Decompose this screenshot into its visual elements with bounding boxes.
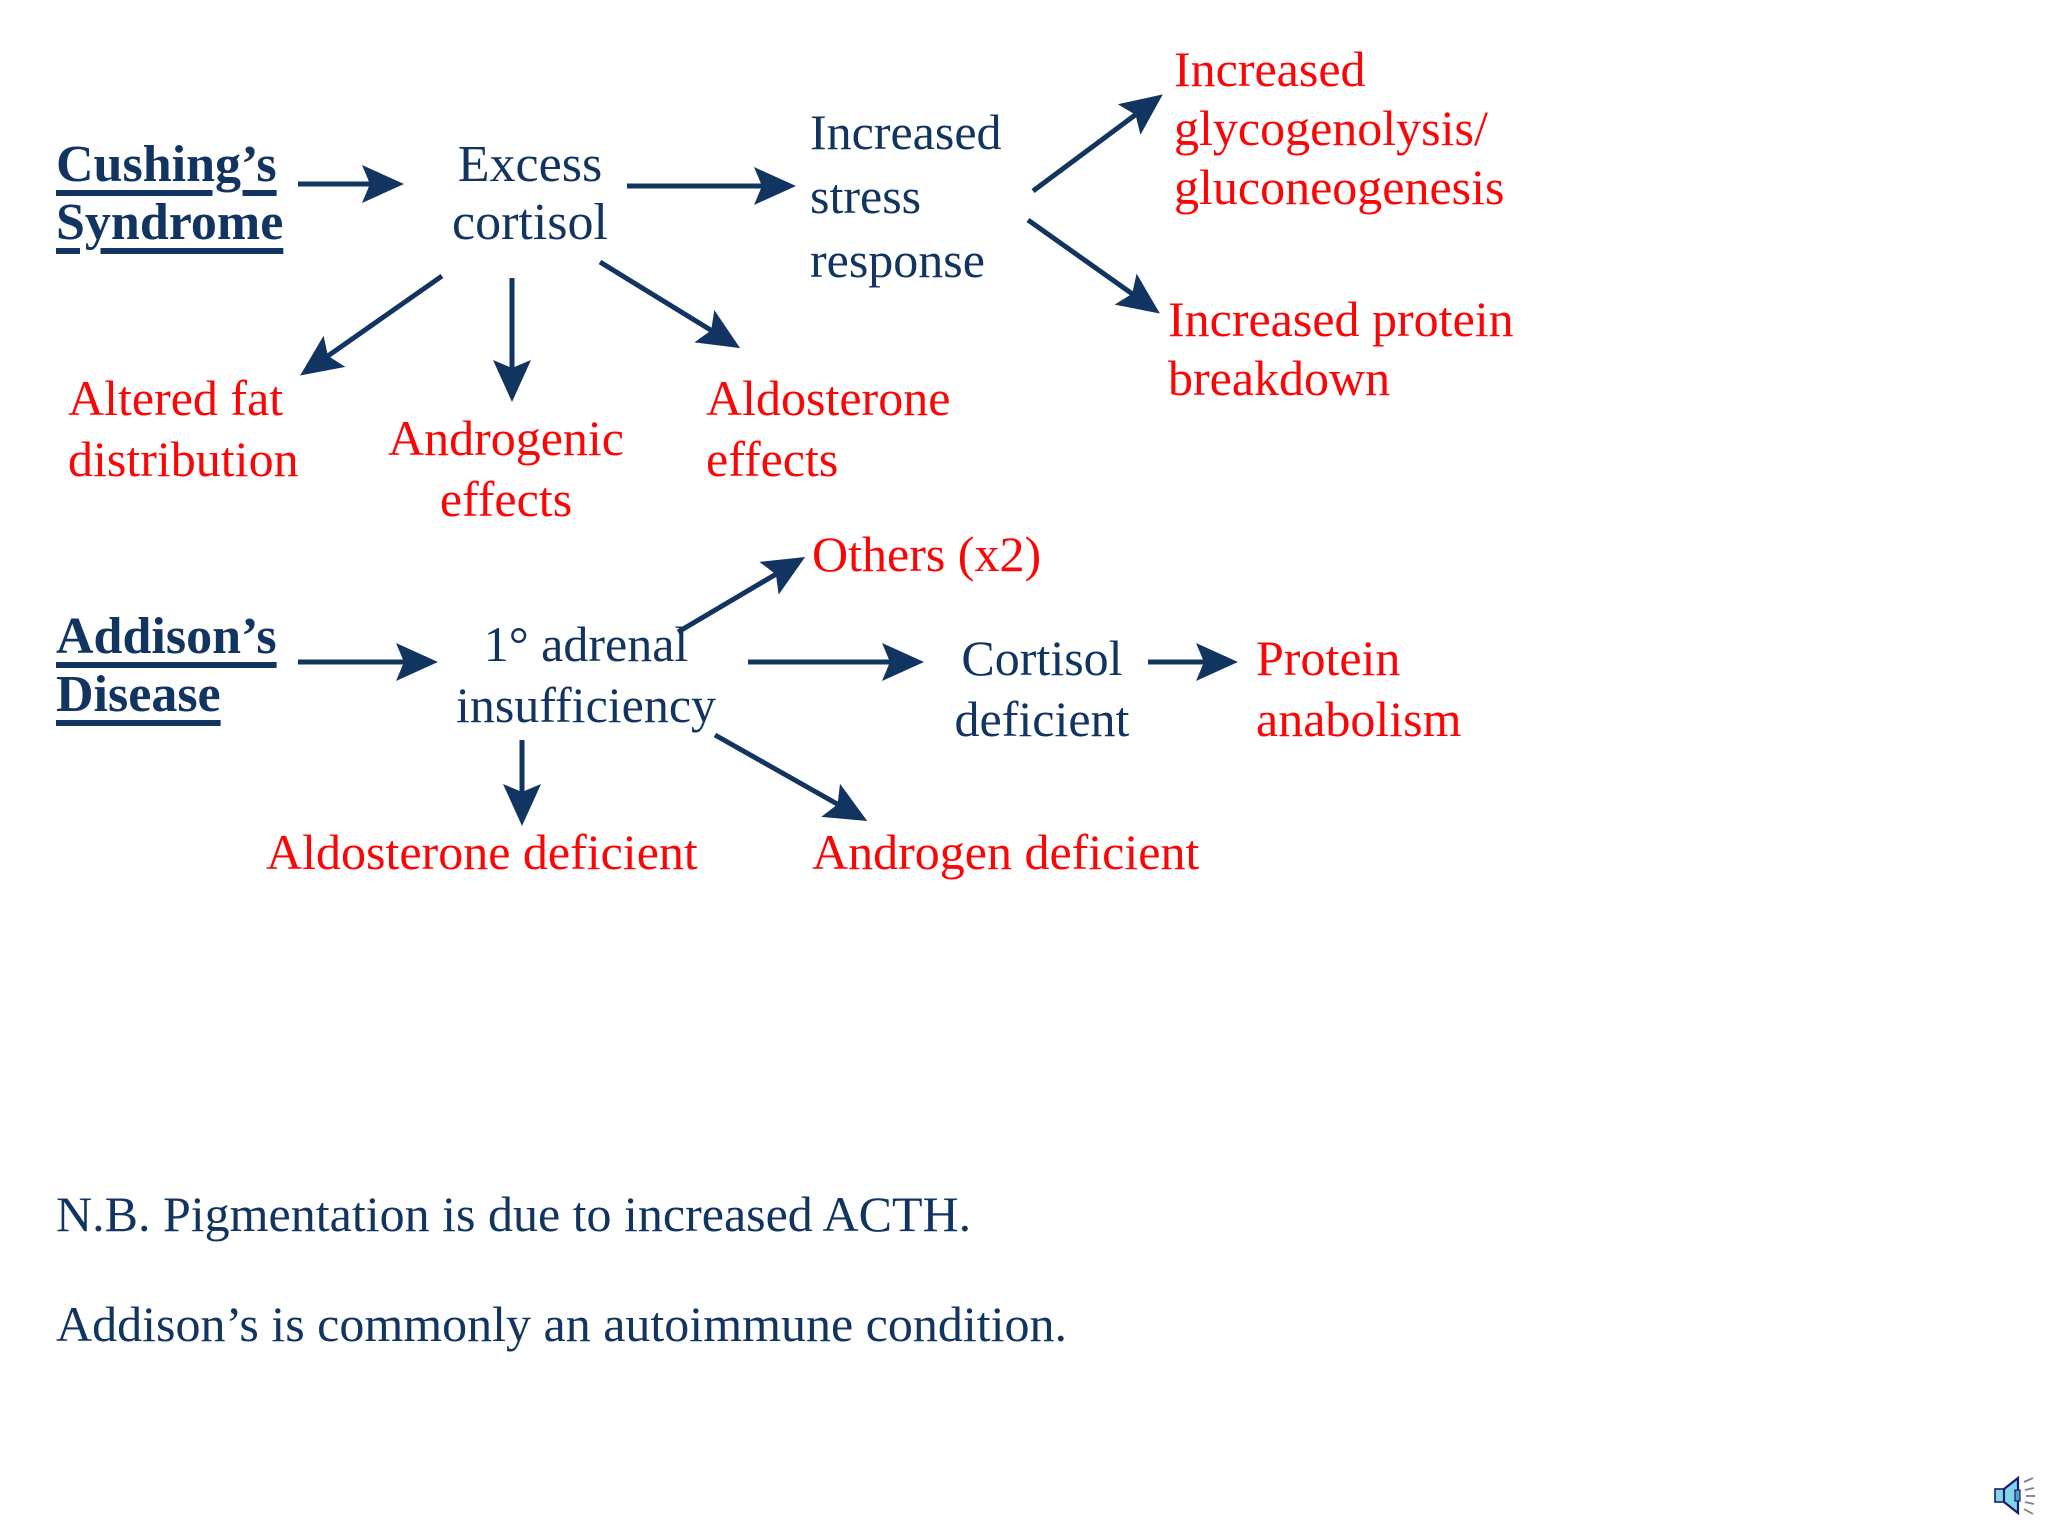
arrow-adrenal-insufficiency-to-androgen-deficient: [713, 732, 868, 821]
note-pigmentation-acth: N.B. Pigmentation is due to increased AC…: [56, 1186, 972, 1242]
node-cortisol-deficient: Cortisol deficient: [954, 630, 1130, 747]
node-others-x2: Others (x2): [812, 526, 1042, 582]
node-cushings-syndrome: Cushing’s Syndrome: [56, 136, 284, 252]
node-increased-protein-breakdown: Increased protein breakdown: [1168, 291, 1514, 406]
node-androgen-deficient: Androgen deficient: [812, 824, 1200, 880]
speaker-icon[interactable]: [1988, 1470, 2040, 1520]
note-addisons-autoimmune: Addison’s is commonly an autoimmune cond…: [56, 1296, 1068, 1352]
node-aldosterone-effects: Aldosterone effects: [706, 370, 951, 487]
node-androgenic-effects: Androgenic effects: [387, 410, 625, 527]
node-primary-adrenal-insufficiency: 1° adrenal insufficiency: [455, 616, 717, 733]
arrow-excess-cortisol-to-aldosterone: [598, 259, 741, 349]
arrow-stress-to-protein-breakdown: [1026, 217, 1160, 314]
node-aldosterone-deficient: Aldosterone deficient: [266, 824, 698, 880]
node-increased-stress-response: Increased stress response: [810, 104, 1002, 288]
arrow-excess-cortisol-to-altered-fat: [300, 273, 444, 376]
arrow-stress-to-glycogenolysis: [1031, 94, 1163, 194]
node-addisons-disease: Addison’s Disease: [56, 608, 277, 724]
node-altered-fat-distribution: Altered fat distribution: [68, 370, 299, 487]
node-increased-glycogenolysis-gluconeogenesis: Increased glycogenolysis/ gluconeogenesi…: [1174, 41, 1505, 215]
node-protein-anabolism: Protein anabolism: [1256, 630, 1462, 747]
node-excess-cortisol: Excess cortisol: [452, 136, 608, 252]
